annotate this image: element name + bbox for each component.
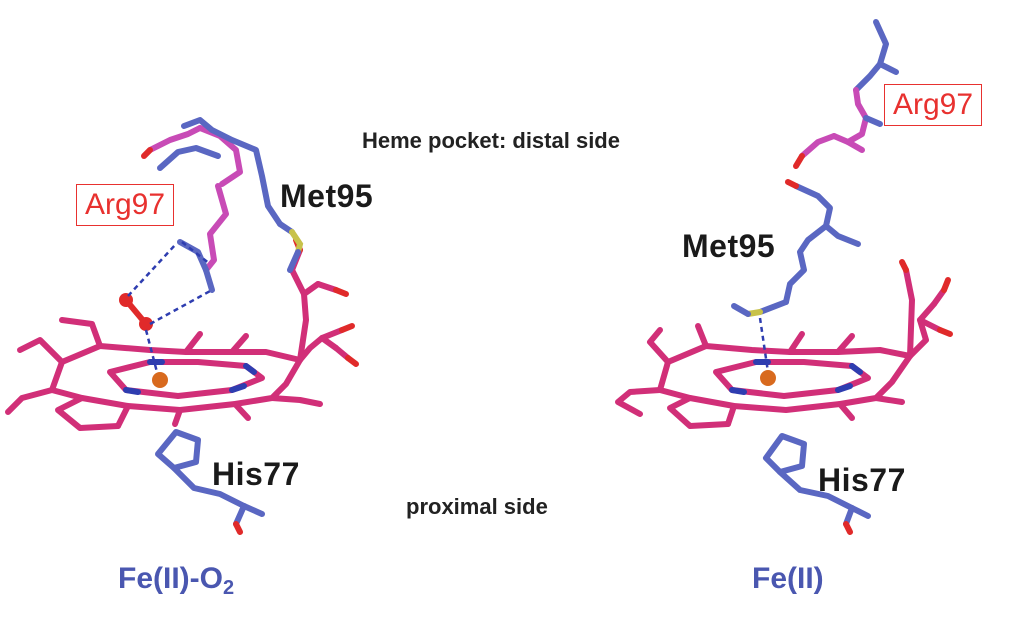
- heme-right: [615, 267, 947, 429]
- iron-right: [760, 370, 776, 386]
- his77-right-oxygen: [843, 521, 853, 535]
- proximal-side-heading: proximal side: [406, 494, 548, 519]
- s-fe-bond-right: [758, 317, 770, 373]
- met95-label-right: Met95: [682, 228, 776, 264]
- iron-left: [152, 372, 168, 388]
- met95-label-left: Met95: [280, 178, 374, 214]
- left-structure: [5, 117, 359, 535]
- heme-left-nitrogens: [123, 359, 257, 395]
- arg97-right-oxygen: [793, 153, 805, 169]
- heme-right-oxygens: [899, 259, 953, 337]
- met95-right-chain: [731, 183, 861, 317]
- state-label-right: Fe(II): [752, 562, 824, 595]
- state-left-text: Fe(II)-O: [118, 562, 223, 595]
- arg97-label-left: Arg97: [76, 184, 175, 226]
- arg97-label-right: Arg97: [884, 84, 983, 126]
- his77-left-chain: [155, 429, 265, 527]
- state-left-subscript: 2: [223, 577, 235, 599]
- state-label-left: Fe(II)-O2: [118, 562, 234, 600]
- his77-left-oxygen: [233, 521, 243, 535]
- his77-label-left: His77: [212, 456, 300, 492]
- arg97-right-chain: [799, 19, 899, 159]
- o2-ligand: [119, 293, 153, 331]
- hbonds-left: [127, 241, 213, 377]
- met95-right-oxygen: [785, 179, 799, 189]
- right-structure: [615, 19, 953, 535]
- distal-side-heading: Heme pocket: distal side: [362, 128, 620, 153]
- heme-right-nitrogens: [729, 359, 863, 395]
- arg97-left-chain: [141, 117, 283, 293]
- his77-label-right: His77: [818, 462, 906, 498]
- met95-left-chain: [277, 221, 304, 273]
- heme-left: [5, 247, 351, 431]
